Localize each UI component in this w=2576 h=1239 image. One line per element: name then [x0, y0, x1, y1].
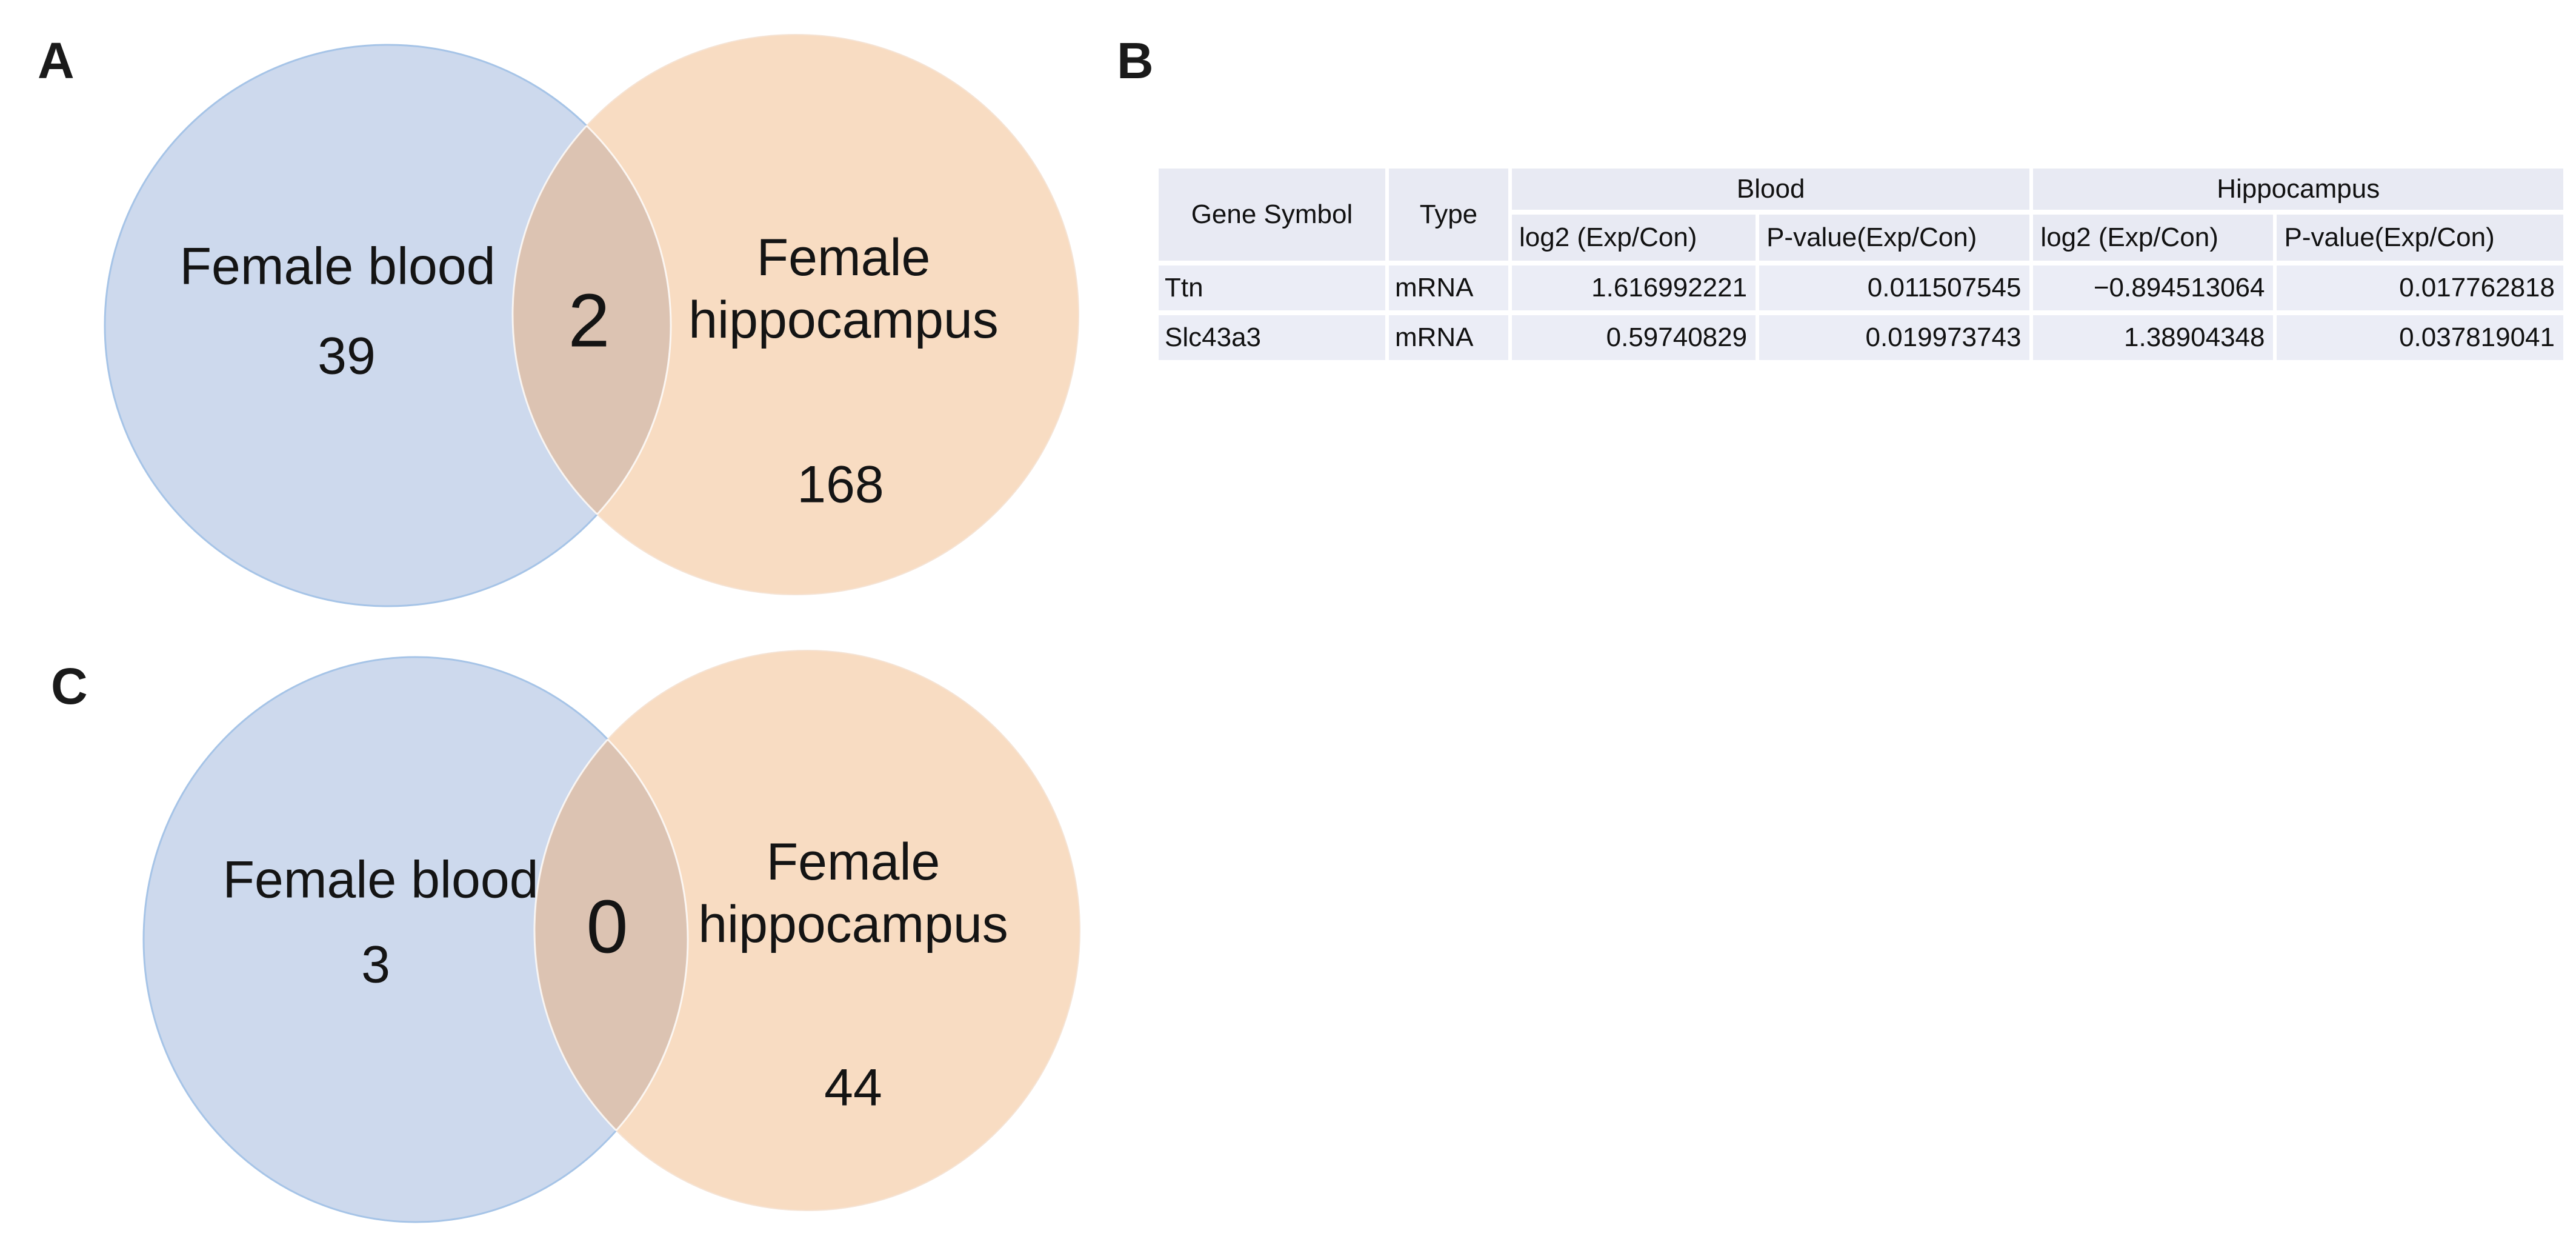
cell-blood-log2: 1.616992221 — [1511, 266, 1756, 310]
venn-a-overlap-count: 2 — [568, 279, 610, 363]
col-header-type: Type — [1388, 169, 1508, 261]
cell-hippo-pvalue: 0.017762818 — [2277, 266, 2563, 310]
venn-a-overlap-left-arc — [511, 45, 671, 596]
panel-a-label: A — [38, 32, 75, 89]
venn-c-left-count: 3 — [361, 935, 390, 994]
cell-type: mRNA — [1388, 266, 1508, 310]
table-row: Ttn mRNA 1.616992221 0.011507545 −0.8945… — [1159, 266, 2563, 310]
venn-c-overlap-right-arc — [534, 656, 689, 1211]
col-header-blood-pvalue: P-value(Exp/Con) — [1759, 215, 2030, 261]
venn-a-right-label: Female hippocampus — [688, 227, 999, 352]
venn-c-right-label-line1: Female — [766, 832, 940, 891]
panel-c-label: C — [51, 658, 88, 715]
cell-blood-pvalue: 0.011507545 — [1759, 266, 2030, 310]
venn-c-right-label-line2: hippocampus — [698, 895, 1008, 953]
venn-a-left-count: 39 — [318, 327, 376, 386]
venn-a-right-label-line1: Female — [756, 228, 931, 287]
venn-diagram-a — [104, 34, 1079, 607]
col-header-gene-symbol: Gene Symbol — [1159, 169, 1385, 261]
col-header-blood-log2: log2 (Exp/Con) — [1511, 215, 1756, 261]
gene-expression-table: Gene Symbol Type Blood Hippocampus log2 … — [1155, 164, 2567, 365]
venn-c-right-count: 44 — [824, 1058, 882, 1117]
venn-a-right-count: 168 — [797, 455, 884, 514]
table-row: Slc43a3 mRNA 0.59740829 0.019973743 1.38… — [1159, 315, 2563, 360]
cell-blood-log2: 0.59740829 — [1511, 315, 1756, 360]
venn-c-overlap-count: 0 — [586, 885, 628, 969]
col-header-hippo-log2: log2 (Exp/Con) — [2033, 215, 2274, 261]
group-header-hippocampus: Hippocampus — [2033, 169, 2563, 210]
cell-gene-symbol: Slc43a3 — [1159, 315, 1385, 360]
cell-hippo-pvalue: 0.037819041 — [2277, 315, 2563, 360]
cell-hippo-log2: 1.38904348 — [2033, 315, 2274, 360]
venn-c-overlap-left-arc — [533, 657, 688, 1212]
col-header-hippo-pvalue: P-value(Exp/Con) — [2277, 215, 2563, 261]
group-header-blood: Blood — [1511, 169, 2030, 210]
venn-c-right-label: Female hippocampus — [698, 831, 1008, 956]
cell-type: mRNA — [1388, 315, 1508, 360]
venn-a-left-label: Female blood — [179, 237, 496, 296]
venn-diagram-c — [142, 650, 1080, 1223]
venn-a-overlap-right-arc — [513, 44, 672, 595]
venn-a-right-label-line2: hippocampus — [688, 291, 999, 349]
cell-gene-symbol: Ttn — [1159, 266, 1385, 310]
venn-c-left-label: Female blood — [222, 850, 539, 909]
panel-b-label: B — [1117, 32, 1154, 89]
cell-blood-pvalue: 0.019973743 — [1759, 315, 2030, 360]
cell-hippo-log2: −0.894513064 — [2033, 266, 2274, 310]
